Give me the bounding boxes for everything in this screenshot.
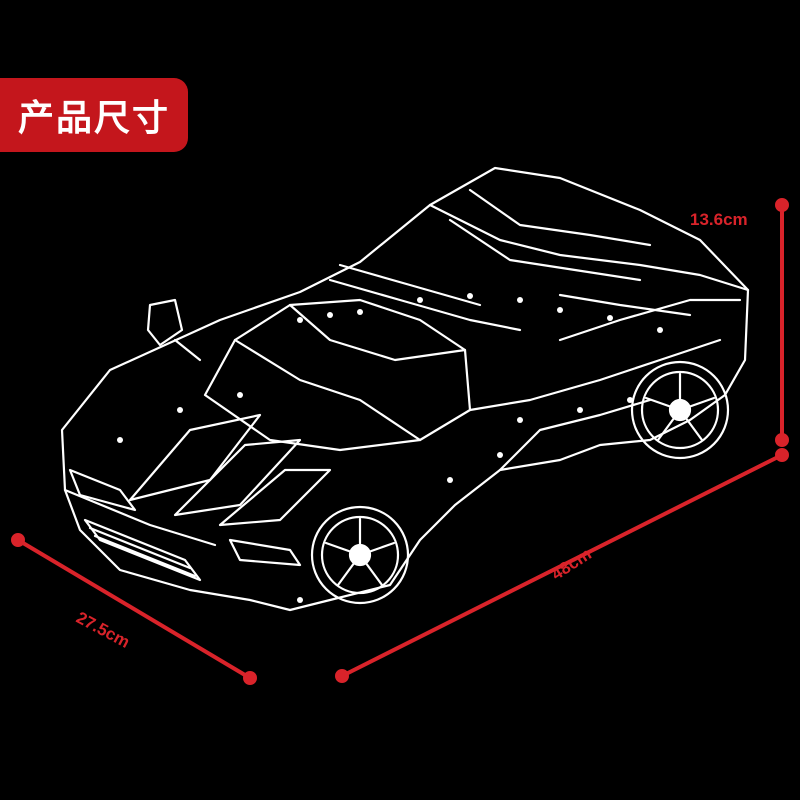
side-mirror xyxy=(146,298,184,347)
hood-stripe xyxy=(218,468,332,527)
width-endpoint-left xyxy=(11,533,25,547)
length-endpoint-right xyxy=(775,448,789,462)
headlight xyxy=(68,468,137,512)
height-endpoint-bottom xyxy=(775,433,789,447)
product-size-badge: 产品尺寸 xyxy=(0,78,188,152)
car-body-outline xyxy=(60,166,750,612)
front-grille xyxy=(83,518,202,582)
headlight xyxy=(228,538,302,567)
rear-wheel-tire xyxy=(630,360,730,460)
length-endpoint-left xyxy=(335,669,349,683)
length-dimension-line xyxy=(341,453,783,678)
height-label: 13.6cm xyxy=(690,210,748,229)
hood-stripe xyxy=(128,413,262,502)
height-endpoint-top xyxy=(775,198,789,212)
width-dimension-line xyxy=(16,538,252,680)
front-wheel-tire xyxy=(310,505,410,605)
hood-stripe xyxy=(173,438,302,517)
badge-title: 产品尺寸 xyxy=(17,98,170,139)
engine-cover xyxy=(428,203,750,292)
width-endpoint-right xyxy=(243,671,257,685)
